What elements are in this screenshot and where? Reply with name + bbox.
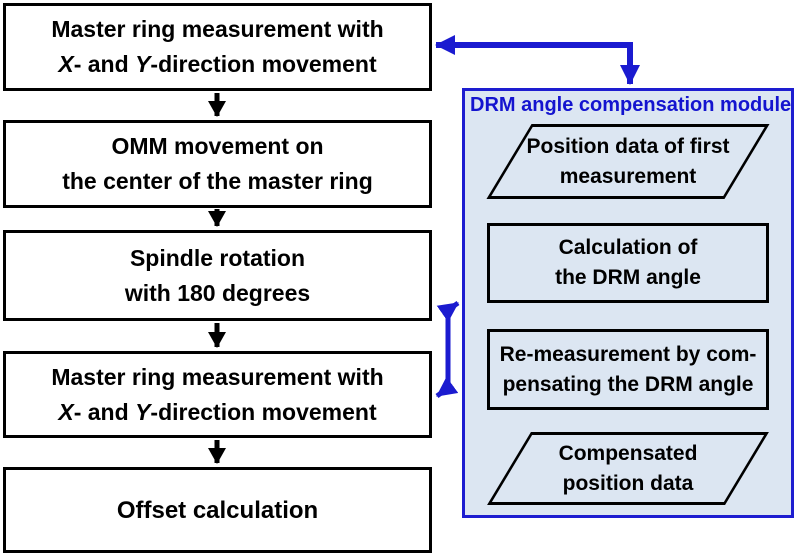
node-text-line: position data <box>562 471 694 495</box>
module-node-position-data: Position data of first measurement <box>486 124 770 199</box>
module-node-calculation: Calculation of the DRM angle <box>487 223 769 303</box>
step-text-line: with 180 degrees <box>124 279 311 306</box>
step-text-line: Master ring measurement with <box>51 16 384 42</box>
flow-step-offset-calculation: Offset calculation <box>3 467 432 553</box>
flow-step-spindle-rotation: Spindle rotation with 180 degrees <box>3 230 432 321</box>
node-text-line: Compensated <box>558 441 698 465</box>
blue-connector-module-step4 <box>435 300 460 399</box>
node-text-line: measurement <box>559 164 697 188</box>
blue-connector-step1-module <box>435 35 640 85</box>
flow-step-omm-movement: OMM movement on the center of the master… <box>3 120 432 208</box>
step-text-line: Offset calculation <box>116 496 319 524</box>
node-text-line: Re-measurement by com- <box>499 342 757 366</box>
step-text-line: Spindle rotation <box>129 244 306 271</box>
module-title: DRM angle compensation module <box>470 94 792 116</box>
step-text-line: X- and Y-direction movement <box>58 398 377 425</box>
flow-step-master-ring-measurement-1: Master ring measurement with X- and Y-di… <box>3 3 432 91</box>
step-text-line: OMM movement on <box>111 133 324 159</box>
step-text-line: X- and Y-direction movement <box>58 51 377 77</box>
node-text-line: Calculation of <box>558 236 698 259</box>
node-text-line: pensating the DRM angle <box>502 372 754 396</box>
drm-compensation-module-panel: DRM angle compensation module Position d… <box>462 88 794 518</box>
step-text-line: Master ring measurement with <box>51 363 384 390</box>
node-text-line: the DRM angle <box>555 266 701 289</box>
module-node-compensated-data: Compensated position data <box>487 432 769 505</box>
step-text-line: the center of the master ring <box>62 168 373 194</box>
module-node-remeasurement: Re-measurement by com- pensating the DRM… <box>487 329 769 410</box>
flow-step-master-ring-measurement-2: Master ring measurement with X- and Y-di… <box>3 351 432 438</box>
node-text-line: Position data of first <box>526 134 730 158</box>
